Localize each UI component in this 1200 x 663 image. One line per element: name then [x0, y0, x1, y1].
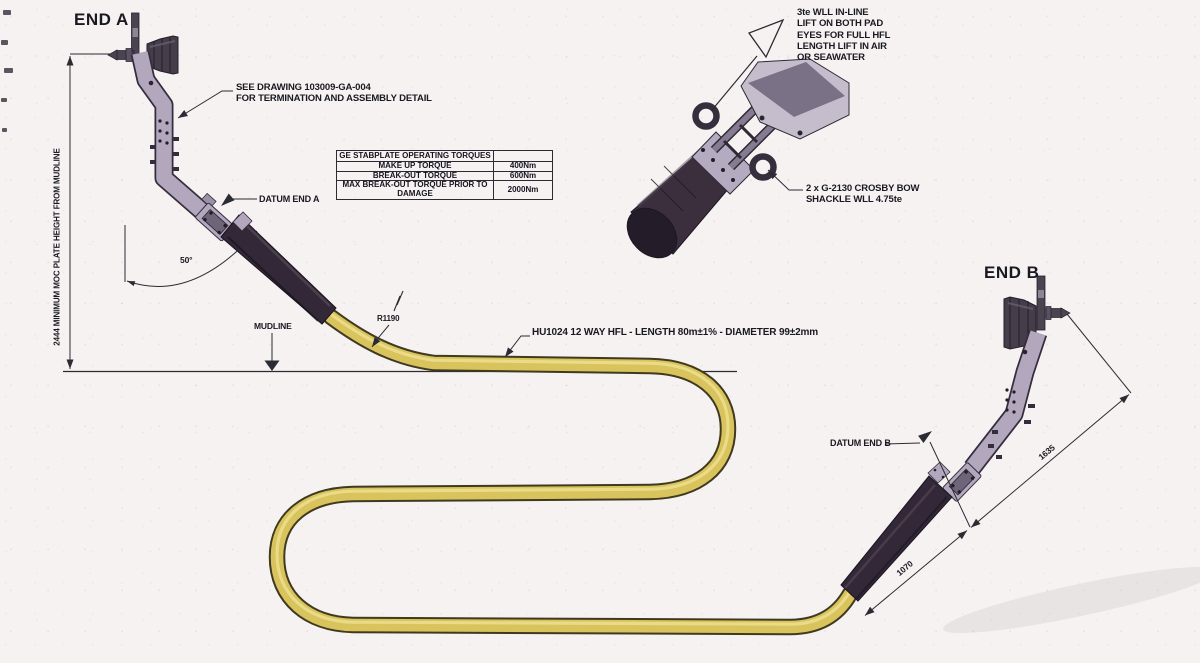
dim-1635-line: [1049, 394, 1130, 462]
mudline-label: MUDLINE: [254, 321, 292, 331]
radius-label: R1190: [377, 314, 400, 323]
end-b-bend-restrictor: [840, 461, 953, 602]
end-a-stab-pin: [107, 48, 135, 62]
leader-lines: [177, 90, 1132, 616]
datum-b-arrow-icon: [918, 431, 932, 443]
torque-table: GE STABPLATE OPERATING TORQUES MAKE UP T…: [336, 150, 553, 200]
end-b-stab-pin: [1045, 306, 1071, 320]
end-a-swivel: [195, 192, 235, 242]
end-a-termination: [107, 12, 337, 325]
torque-row-value: 600Nm: [493, 170, 553, 182]
lift-note: 3te WLL IN-LINE LIFT ON BOTH PAD EYES FO…: [797, 7, 891, 64]
drawing-ref-leader: [177, 90, 233, 119]
torque-row-label: MAKE UP TORQUE: [336, 161, 494, 172]
end-b-rod: [1036, 275, 1046, 331]
shackle-note: 2 x G-2130 CROSBY BOW SHACKLE WLL 4.75te: [806, 183, 920, 205]
lift-direction-arrow-icon: [711, 18, 785, 111]
datum-end-a-label: DATUM END A: [259, 194, 320, 204]
datum-b-leader: [885, 442, 921, 445]
scan-smudge: [943, 566, 1200, 634]
height-dimension-label: 2444 MINIMUM MOC PLATE HEIGHT FROM MUDLI…: [52, 148, 62, 346]
datum-b-extension: [929, 441, 971, 528]
radius-leader: [371, 324, 390, 348]
table-row: MAX BREAK-OUT TORQUE PRIOR TO DAMAGE 200…: [336, 180, 553, 200]
dim-1070-line: [915, 530, 968, 574]
torque-row-value: 400Nm: [493, 161, 553, 172]
inset-cone: [626, 148, 730, 259]
height-dimension: [66, 53, 116, 369]
end-a-label: END A: [74, 10, 129, 29]
torque-table-title: GE STABPLATE OPERATING TORQUES: [336, 150, 494, 162]
pad-eye-icon: [692, 102, 720, 130]
end-b-label: END B: [984, 263, 1040, 282]
scan-marks: [1, 10, 13, 132]
hose-leader: [504, 335, 530, 358]
pipe-break-icon: [393, 290, 404, 312]
hfl-cable: [268, 308, 859, 636]
dim-1070-line: [864, 572, 917, 616]
torque-row-value: 2000Nm: [493, 180, 553, 200]
angle-label: 50°: [180, 255, 193, 265]
datum-end-b-label: DATUM END B: [830, 438, 891, 448]
end-b-termination: [840, 275, 1071, 602]
shackle-leader: [767, 169, 803, 191]
dim-1635-line: [970, 460, 1051, 528]
end-a-rod-band: [132, 28, 138, 37]
end-a-bend-restrictor: [220, 211, 337, 325]
inset-lift-detail: [626, 18, 850, 259]
end-b-rod-band: [1038, 290, 1044, 298]
torque-table-title-blank: [493, 150, 553, 162]
datum-a-arrow-icon: [221, 193, 235, 206]
hose-spec-label: HU1024 12 WAY HFL - LENGTH 80m±1% - DIAM…: [532, 327, 819, 338]
mudline-arrow-icon: [264, 360, 280, 371]
pad-eye-icon: [749, 153, 777, 181]
torque-row-label: MAX BREAK-OUT TORQUE PRIOR TO DAMAGE: [336, 180, 494, 200]
end-a-plate-body: [130, 50, 218, 227]
end-b-plate-body: [964, 329, 1048, 474]
dim-jog: [1066, 313, 1132, 394]
inset-back-plate: [740, 58, 850, 140]
table-row: MAKE UP TORQUE 400Nm: [336, 161, 553, 172]
drawing-ref-note: SEE DRAWING 103009-GA-004 FOR TERMINATIO…: [236, 82, 432, 104]
